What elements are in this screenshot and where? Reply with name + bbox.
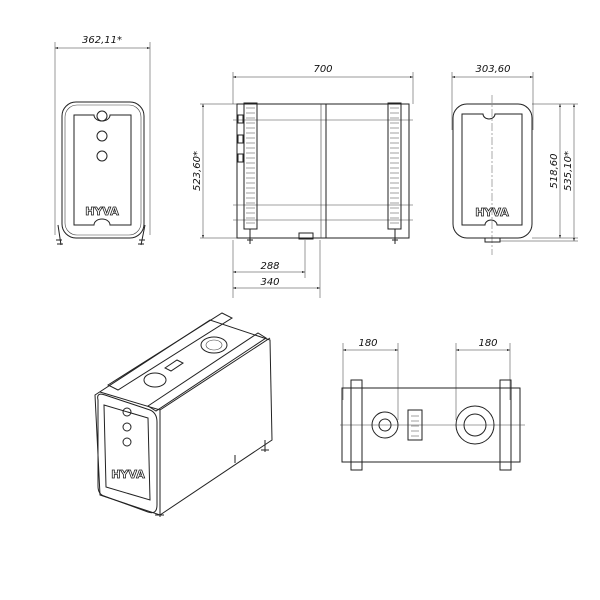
hyva-logo: HYVA <box>85 205 119 218</box>
end-width-dim: 303,60 <box>476 64 511 75</box>
front-width-dim: 362,11* <box>82 35 122 46</box>
side-height-dim: 523,60* <box>192 151 203 191</box>
side-length-dim: 700 <box>313 64 332 75</box>
outlet-dim-340: 340 <box>260 277 279 288</box>
tank-outline <box>61 101 145 239</box>
port-icon <box>96 110 108 122</box>
outlet <box>298 232 314 240</box>
filler-neck <box>455 405 495 445</box>
outlet-dim-288: 288 <box>260 261 279 272</box>
label-plate <box>407 409 423 441</box>
side-view: 700 523,60* 288 340 <box>192 64 414 298</box>
top-view: 180 180 <box>340 338 525 471</box>
strap-right <box>499 379 512 471</box>
top-dim-right: 180 <box>478 338 497 349</box>
front-panel <box>73 114 132 226</box>
end-view: 303,60 HYVA 518,60 535,10* <box>451 64 578 255</box>
strap-left <box>350 379 363 471</box>
hyva-logo: HYVA <box>111 468 145 481</box>
tank-body <box>236 103 410 239</box>
front-view: 362,11* HYVA <box>54 35 151 246</box>
hyva-logo: HYVA <box>475 206 509 219</box>
strap-right <box>387 102 402 230</box>
end-height-dim-2: 535,10* <box>563 151 574 191</box>
clamp-bolt-icon <box>56 224 146 246</box>
isometric-view: HYVA <box>94 312 273 517</box>
filler-port <box>371 411 399 439</box>
port-icon <box>96 130 108 142</box>
top-dim-left: 180 <box>358 338 377 349</box>
strap-left <box>243 102 258 230</box>
port-icon <box>96 150 108 162</box>
tank-iso-outline <box>94 319 273 516</box>
end-height-dim-1: 518,60 <box>549 154 560 189</box>
